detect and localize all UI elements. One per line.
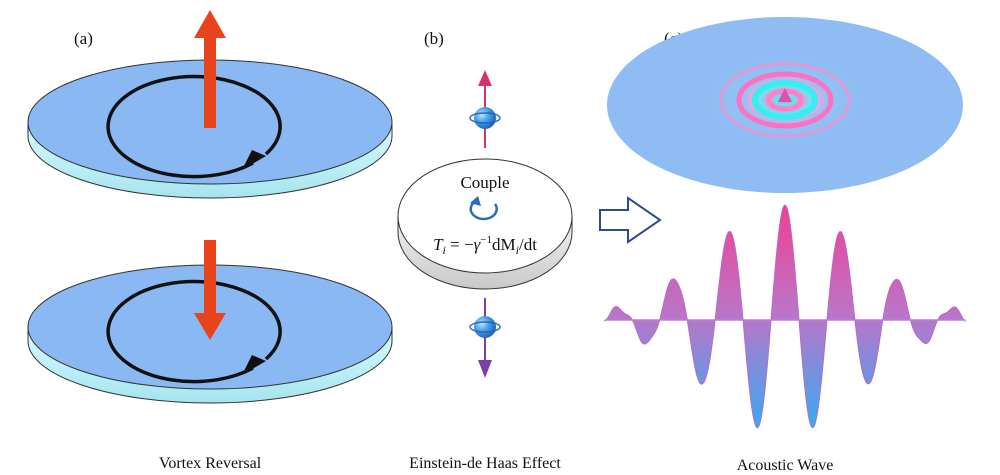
panel-b-caption: Einstein-de Haas Effect <box>409 455 561 472</box>
panel-c-caption: Acoustic Wave <box>737 457 834 474</box>
lower-spin-ball <box>474 316 496 338</box>
top-disk <box>27 10 393 199</box>
ripple-peak <box>778 88 792 102</box>
ripple-ring-mid <box>736 71 834 129</box>
panel-b: (b) Couple Ti = −γ−1dMi/dt Einstein-de H… <box>397 29 573 472</box>
top-disk-rotation-arc <box>106 74 282 179</box>
bottom-disk-rotation-head <box>242 355 266 375</box>
up-arrow-icon <box>194 10 226 38</box>
couple-rotation-icon <box>469 198 498 221</box>
lower-spin-ring <box>469 321 501 333</box>
upper-spin-ring <box>469 112 501 124</box>
bottom-disk <box>27 240 393 404</box>
bottom-magnetization-shaft <box>204 240 216 316</box>
top-magnetization-shaft <box>204 36 216 128</box>
couple-disk-face <box>397 158 573 274</box>
couple-rotation-head <box>470 196 481 206</box>
spin-up-arrow-icon <box>478 70 492 86</box>
ripple-ring-inner <box>752 80 818 120</box>
down-arrow-icon <box>194 313 226 340</box>
panel-c: (c) Acoustic Wave <box>604 17 966 474</box>
bottom-disk-rotation-arc <box>106 279 282 384</box>
waveform-fill <box>604 204 966 429</box>
spin-down-arrow-icon <box>478 360 492 378</box>
couple-label: Couple <box>460 173 509 192</box>
transition-arrow-icon <box>599 196 662 244</box>
panel-a-label: (a) <box>74 29 93 48</box>
couple-disk <box>397 158 573 290</box>
ripple-ring-outer <box>719 62 851 138</box>
upper-spin-ball <box>474 107 496 129</box>
panel-a-caption: Vortex Reversal <box>159 455 262 472</box>
panel-b-label: (b) <box>424 29 444 48</box>
panel-a: (a) Vortex Reversal <box>27 10 393 472</box>
top-disk-rotation-head <box>242 150 266 170</box>
torque-formula: Ti = −γ−1dMi/dt <box>433 234 537 257</box>
acoustic-waveform <box>604 204 966 429</box>
